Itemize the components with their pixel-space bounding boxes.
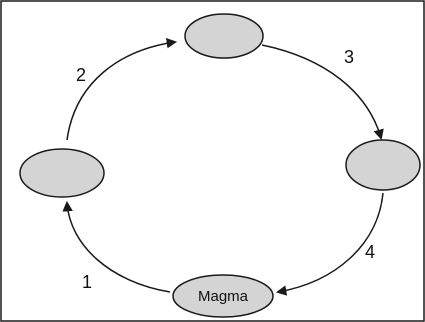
arrow-step-1 — [62, 200, 171, 293]
step-label-4: 4 — [365, 242, 375, 262]
step-label-1: 1 — [82, 272, 92, 292]
node-left — [19, 148, 105, 198]
step-label-3: 3 — [344, 47, 354, 67]
arrow-step-3 — [261, 44, 384, 141]
node-magma: Magma — [172, 274, 274, 318]
node-magma-shape — [172, 274, 274, 318]
step-label-2: 2 — [76, 65, 86, 85]
node-magma-label: Magma — [198, 288, 249, 305]
node-top — [184, 13, 264, 59]
arrow-step-4 — [275, 192, 384, 296]
node-top-shape — [184, 13, 264, 59]
node-right-shape — [345, 139, 421, 191]
node-left-shape — [19, 148, 105, 198]
node-right — [345, 139, 421, 191]
arrow-step-2 — [66, 38, 178, 141]
